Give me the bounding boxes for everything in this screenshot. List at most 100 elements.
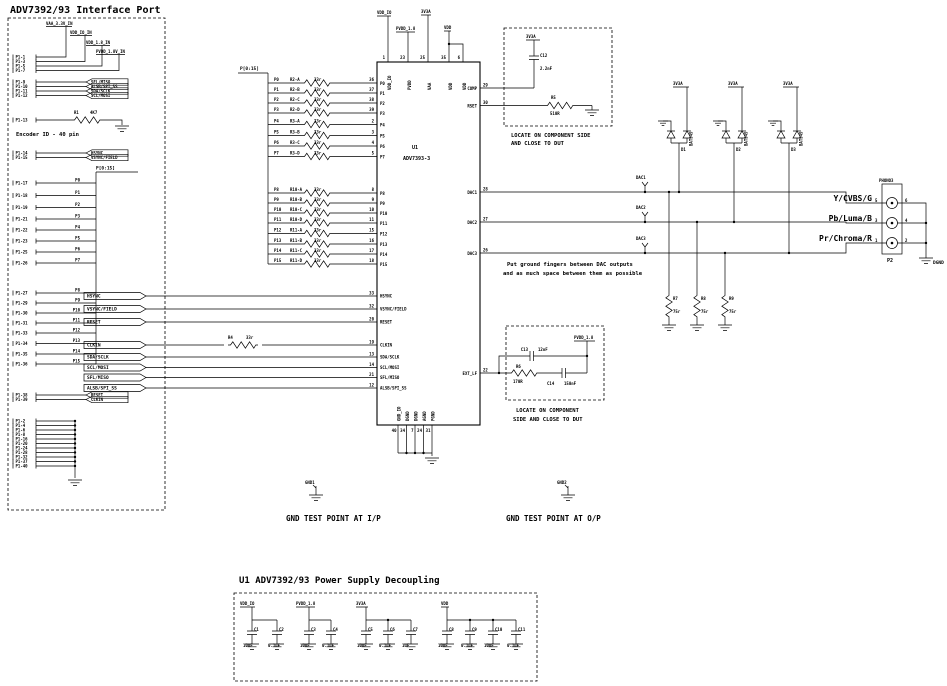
sync-rows: P1-14 HSYNC P1-15 VSYNC/FIELD bbox=[12, 149, 129, 162]
connector-pin-number: 2 bbox=[905, 238, 908, 243]
placement-note: AND CLOSE TO DUT bbox=[511, 141, 565, 147]
ic-pin-number: 23 bbox=[400, 55, 405, 60]
control-row: VSYNC/FIELD 32 VSYNC/FIELD bbox=[83, 304, 407, 313]
capacitor-refdes: C6 bbox=[390, 627, 395, 632]
decoupling-cap: C2 0.1uF bbox=[268, 619, 284, 650]
ic-bottom-pin: 7 DGND bbox=[411, 411, 419, 453]
ic-pin-name: P0 bbox=[380, 81, 385, 86]
resistor-value: 75r bbox=[729, 309, 737, 314]
diode-icon bbox=[666, 126, 676, 144]
gnd-pin-row: P1-40 bbox=[12, 463, 77, 469]
net-label: VDD_1.8_IN bbox=[86, 40, 111, 45]
data-bus-section: P[0:15] P0 R2-A 33r 36 P0 P1 R2-B 33r 37… bbox=[238, 66, 388, 268]
data-row: P1-19 P2 bbox=[12, 202, 96, 210]
ic-pin-name: VDD_IO bbox=[387, 75, 392, 90]
resistor-refdes: R2-D bbox=[290, 107, 300, 112]
ic-pin-number: 1 bbox=[383, 55, 386, 60]
ic-pin-number: 30 bbox=[483, 100, 488, 105]
ic-top-pin: 23 PVDD bbox=[400, 55, 412, 90]
ic-pin-number: 34 bbox=[400, 428, 405, 433]
decoupling-cap: C11 0.1uF bbox=[507, 619, 526, 650]
resistor-refdes: R5 bbox=[551, 95, 556, 100]
data-row: P1-33 P12 bbox=[12, 328, 96, 336]
ic-pin-name: P10 bbox=[380, 211, 388, 216]
capacitor-value: 0.1uF bbox=[461, 643, 474, 648]
pin-label: P1-23 bbox=[16, 239, 29, 244]
layout-note: Put ground fingers between DAC outputs bbox=[507, 262, 633, 268]
capacitor-refdes: C12 bbox=[540, 53, 548, 58]
capacitor-symbol bbox=[271, 619, 283, 645]
ic-pin-name: CLKIN bbox=[380, 343, 393, 348]
resistor-refdes: R10-C bbox=[290, 207, 303, 212]
ic-pin-name: RESET bbox=[380, 320, 393, 325]
net-label: P6 bbox=[75, 247, 80, 252]
pin-label: P1-40 bbox=[16, 464, 29, 469]
decoupling-rail-label: 3V3A bbox=[356, 601, 366, 606]
dac-outputs-section: DAC1 DAC2 DAC3 3V3A D1 BAT54S 3V3A bbox=[480, 81, 887, 331]
pin-label: P1-20 bbox=[16, 441, 29, 446]
spi-row: P1-12 SCL/MOSI bbox=[12, 91, 129, 100]
pin-label: P1-12 bbox=[16, 93, 29, 98]
ic-pin-number: 28 bbox=[483, 187, 488, 192]
ic-pin-number: 8 bbox=[372, 187, 375, 192]
test-point-label: GND1 bbox=[305, 480, 315, 485]
connector-pin-number: 1 bbox=[875, 238, 878, 243]
layout-note: and as much space between them as possib… bbox=[503, 271, 643, 277]
capacitor-value: 10nF bbox=[243, 643, 253, 648]
resistor-value: 75r bbox=[701, 309, 709, 314]
ic-pin-name: VDD bbox=[462, 82, 467, 90]
net-label: P0 bbox=[75, 178, 80, 183]
capacitor-symbol bbox=[518, 350, 545, 362]
capacitor-value: 150nF bbox=[564, 381, 577, 386]
resistor-refdes: R4 bbox=[228, 335, 233, 340]
ground-icon bbox=[689, 324, 705, 331]
resistor-symbol bbox=[665, 292, 673, 320]
capacitor-refdes: C9 bbox=[472, 627, 477, 632]
resistor-value: 33r bbox=[314, 207, 322, 212]
capacitor-symbol bbox=[550, 367, 577, 379]
ic-pin-name: HSYNC bbox=[380, 294, 393, 299]
decoupling-rail-label: PVDD_1.8 bbox=[296, 601, 316, 606]
phono-jack-center bbox=[890, 241, 894, 245]
ic-bottom-pin: 31 PGND bbox=[426, 411, 436, 453]
ic-pin-name: P13 bbox=[380, 242, 388, 247]
bus-row: P15 R11-D 33r 18 P15 bbox=[268, 258, 388, 268]
rail-label: VDD_IO bbox=[240, 601, 255, 606]
gnd-pin-row: P1-28 bbox=[12, 450, 77, 455]
control-row: RESET 20 RESET bbox=[83, 317, 393, 326]
ic-pin-number: 15 bbox=[369, 228, 374, 233]
spi-row: P1-11 SDA/SCLK bbox=[12, 87, 129, 95]
connector-body bbox=[881, 183, 903, 255]
ic-pin-name: EXT_LF bbox=[463, 371, 478, 376]
pin-label: P1-1 bbox=[16, 55, 26, 60]
test-point-label: DAC2 bbox=[636, 205, 646, 210]
ic-pin-name: GND_IO bbox=[397, 406, 402, 421]
net-label: SDA/SCLK bbox=[87, 355, 109, 361]
ic-pin-number: 7 bbox=[411, 428, 414, 433]
net-label: P7 bbox=[274, 151, 279, 156]
gnd-pin-row: P1-20 bbox=[12, 441, 77, 446]
decoupling-box bbox=[233, 592, 538, 682]
ic-pin-number: 5 bbox=[372, 151, 375, 156]
sync-row: P1-14 HSYNC bbox=[12, 149, 129, 157]
capacitor-symbol bbox=[405, 619, 417, 645]
net-label: SFL/MISO bbox=[87, 375, 109, 381]
pin-label: P1-30 bbox=[16, 311, 29, 316]
rset-wires bbox=[480, 105, 593, 110]
bus-row: P10 R10-C 33r 10 P10 bbox=[268, 207, 388, 217]
ic-body bbox=[376, 61, 481, 426]
signal-label: Y/CVBS/G bbox=[833, 194, 872, 203]
net-label: P9 bbox=[75, 298, 80, 303]
decoupling-rail-label: VDD bbox=[441, 601, 449, 606]
net-label: ALSB/SPI_SS bbox=[91, 84, 118, 89]
net-label: P0 bbox=[274, 77, 279, 82]
control-row: ALSB/SPI_SS 12 ALSB/SPI_SS bbox=[83, 383, 407, 392]
capacitor-symbol bbox=[528, 44, 540, 70]
net-label: P11 bbox=[73, 318, 81, 323]
resistor-value: 33r bbox=[314, 258, 322, 263]
resistor-refdes: R11-D bbox=[290, 258, 303, 263]
decoupling-cap: C6 0.1uF bbox=[379, 619, 395, 650]
comp-network-box bbox=[503, 27, 613, 127]
rail-label: PVDD_1.8 bbox=[296, 601, 316, 606]
ic-pin-name: DAC1 bbox=[467, 190, 477, 195]
